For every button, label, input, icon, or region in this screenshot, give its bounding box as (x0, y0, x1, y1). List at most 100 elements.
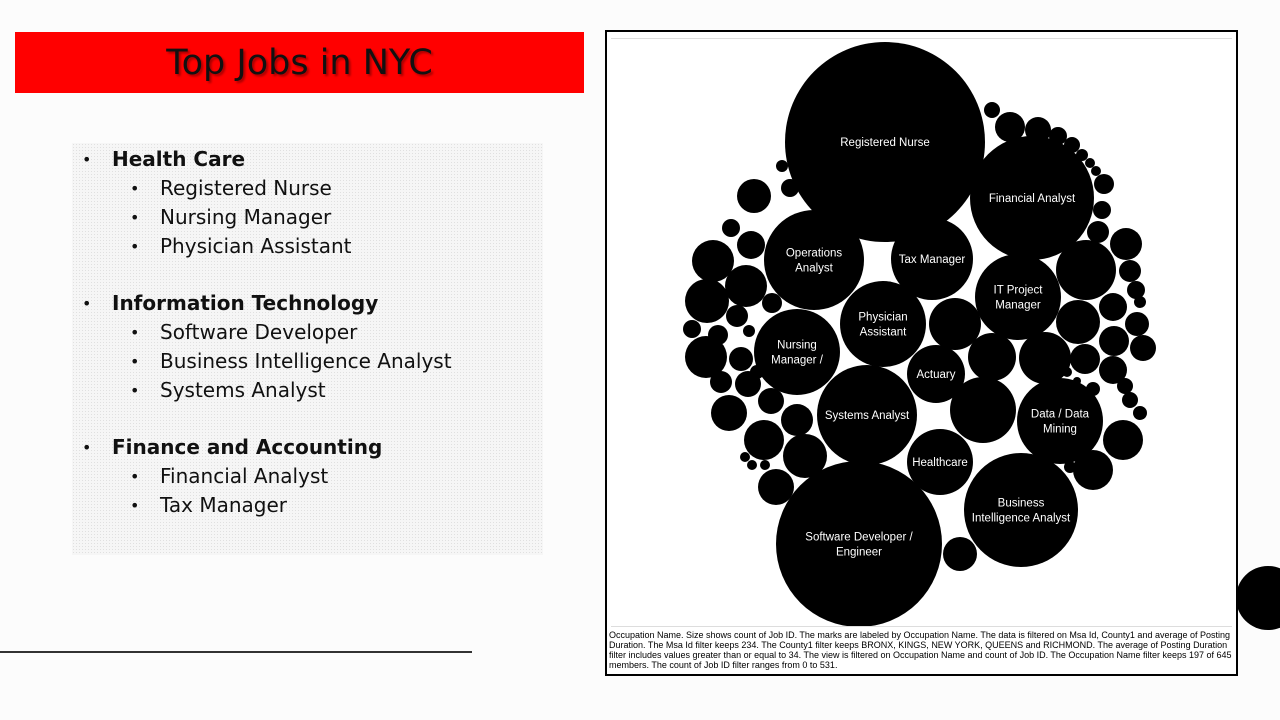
bubble (1133, 406, 1147, 420)
chart-bottom-rule (611, 626, 1232, 627)
bubble (737, 231, 765, 259)
bubble (1127, 281, 1145, 299)
bubble-label: Engineer (836, 547, 882, 559)
bubble (726, 305, 748, 327)
bubble-itpm (975, 254, 1061, 340)
bubble-sde (776, 461, 942, 627)
bubble-label: Software Developer / (805, 532, 913, 544)
bubble (1117, 378, 1133, 394)
bubble (929, 298, 981, 350)
bubble (743, 325, 755, 337)
bubble (1070, 344, 1100, 374)
job-list-panel: • Health Care • Registered Nurse • Nursi… (72, 143, 543, 555)
bubble (744, 420, 784, 460)
bubble (711, 395, 747, 431)
bubble (760, 460, 770, 470)
bullet-icon: • (82, 150, 92, 169)
chart-top-rule (611, 38, 1232, 39)
bullet-icon: • (130, 467, 140, 486)
chart-caption: Occupation Name. Size shows count of Job… (609, 630, 1232, 670)
bullet-icon: • (130, 237, 140, 256)
bubble (683, 320, 701, 338)
page-title: Top Jobs in NYC (166, 42, 433, 83)
bubble (1119, 260, 1141, 282)
bubble (685, 279, 729, 323)
bullet-icon: • (130, 496, 140, 515)
list-item: Nursing Manager (160, 205, 332, 229)
bubble-oa (764, 210, 864, 310)
bubble (737, 179, 771, 213)
bubble (984, 102, 1000, 118)
bubble (781, 404, 813, 436)
bubble-label: Mining (1043, 424, 1077, 436)
bubble (783, 434, 827, 478)
list-item: Software Developer (160, 320, 358, 344)
bubble (1087, 221, 1109, 243)
bubble (1085, 158, 1095, 168)
bubble (758, 469, 794, 505)
bubble (1103, 420, 1143, 460)
bubble-ddm (1017, 378, 1103, 464)
bubble (729, 347, 753, 371)
list-item: Registered Nurse (160, 176, 332, 200)
bullet-icon: • (82, 294, 92, 313)
bubble-label: Financial Analyst (989, 193, 1076, 205)
bubble (968, 333, 1016, 381)
bubble (1091, 166, 1101, 176)
bubble-label: Tax Manager (899, 254, 966, 266)
bubble-rn (785, 42, 985, 242)
bubble-label: Intelligence Analyst (972, 513, 1071, 525)
bullet-icon: • (130, 352, 140, 371)
bubble-bia (964, 453, 1078, 567)
bubble (943, 537, 977, 571)
bubble (725, 265, 767, 307)
bubble-label: Healthcare (912, 457, 968, 469)
bullet-icon: • (82, 438, 92, 457)
bubble (685, 336, 727, 378)
category-health-care: Health Care (112, 147, 246, 171)
bubble (710, 371, 732, 393)
bubble (995, 112, 1025, 142)
bubble-label: Operations (786, 248, 843, 260)
bubble (1130, 335, 1156, 361)
bubble (1099, 293, 1127, 321)
bubble-label: Manager (995, 300, 1041, 312)
bullet-icon: • (130, 381, 140, 400)
bubble (1099, 326, 1129, 356)
bubble (692, 240, 734, 282)
bullet-icon: • (130, 323, 140, 342)
bubble-act (907, 345, 965, 403)
bubble (762, 293, 782, 313)
bubble (722, 219, 740, 237)
bubble-tm (891, 218, 973, 300)
bubble-label: Business (998, 498, 1045, 510)
bubble-label: IT Project (994, 285, 1044, 297)
bubble-nm (754, 309, 840, 395)
bubble (950, 377, 1016, 443)
bubble-pa (840, 281, 926, 367)
bubble (776, 160, 788, 172)
bubble-label: Systems Analyst (825, 410, 910, 422)
title-banner: Top Jobs in NYC (15, 32, 584, 93)
category-information-technology: Information Technology (112, 291, 379, 315)
list-item: Tax Manager (160, 493, 288, 517)
bubble (747, 460, 757, 470)
bubble (1134, 296, 1146, 308)
bubble-label: Registered Nurse (840, 137, 929, 149)
bubble-label: Data / Data (1031, 409, 1090, 421)
bubble (1093, 201, 1111, 219)
bubble-label: Nursing (777, 340, 817, 352)
bubble (1125, 312, 1149, 336)
bubble (758, 388, 784, 414)
bubble-label: Analyst (795, 263, 834, 275)
bubble (740, 452, 750, 462)
bubble-fa (970, 136, 1094, 260)
next-slide-button[interactable] (1236, 566, 1280, 630)
bubble (1110, 228, 1142, 260)
bubble (1064, 461, 1076, 473)
bubble-label: Assistant (860, 327, 907, 339)
bullet-icon: • (130, 208, 140, 227)
bullet-icon: • (130, 179, 140, 198)
